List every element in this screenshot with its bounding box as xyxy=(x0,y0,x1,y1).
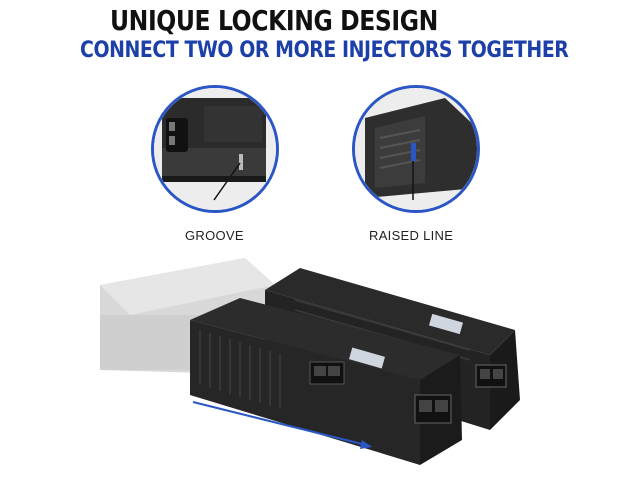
groove-detail-image xyxy=(151,85,279,213)
front-injector xyxy=(190,298,462,465)
raised-line-label: RAISED LINE xyxy=(369,228,454,243)
page-subtitle: CONNECT TWO OR MORE INJECTORS TOGETHER xyxy=(80,38,569,63)
front-injector-vents xyxy=(199,330,281,409)
groove-label: GROOVE xyxy=(185,228,244,243)
page-title: UNIQUE LOCKING DESIGN xyxy=(110,4,438,37)
raised-line-detail-image xyxy=(352,85,480,213)
slide-direction-arrow xyxy=(192,401,372,449)
